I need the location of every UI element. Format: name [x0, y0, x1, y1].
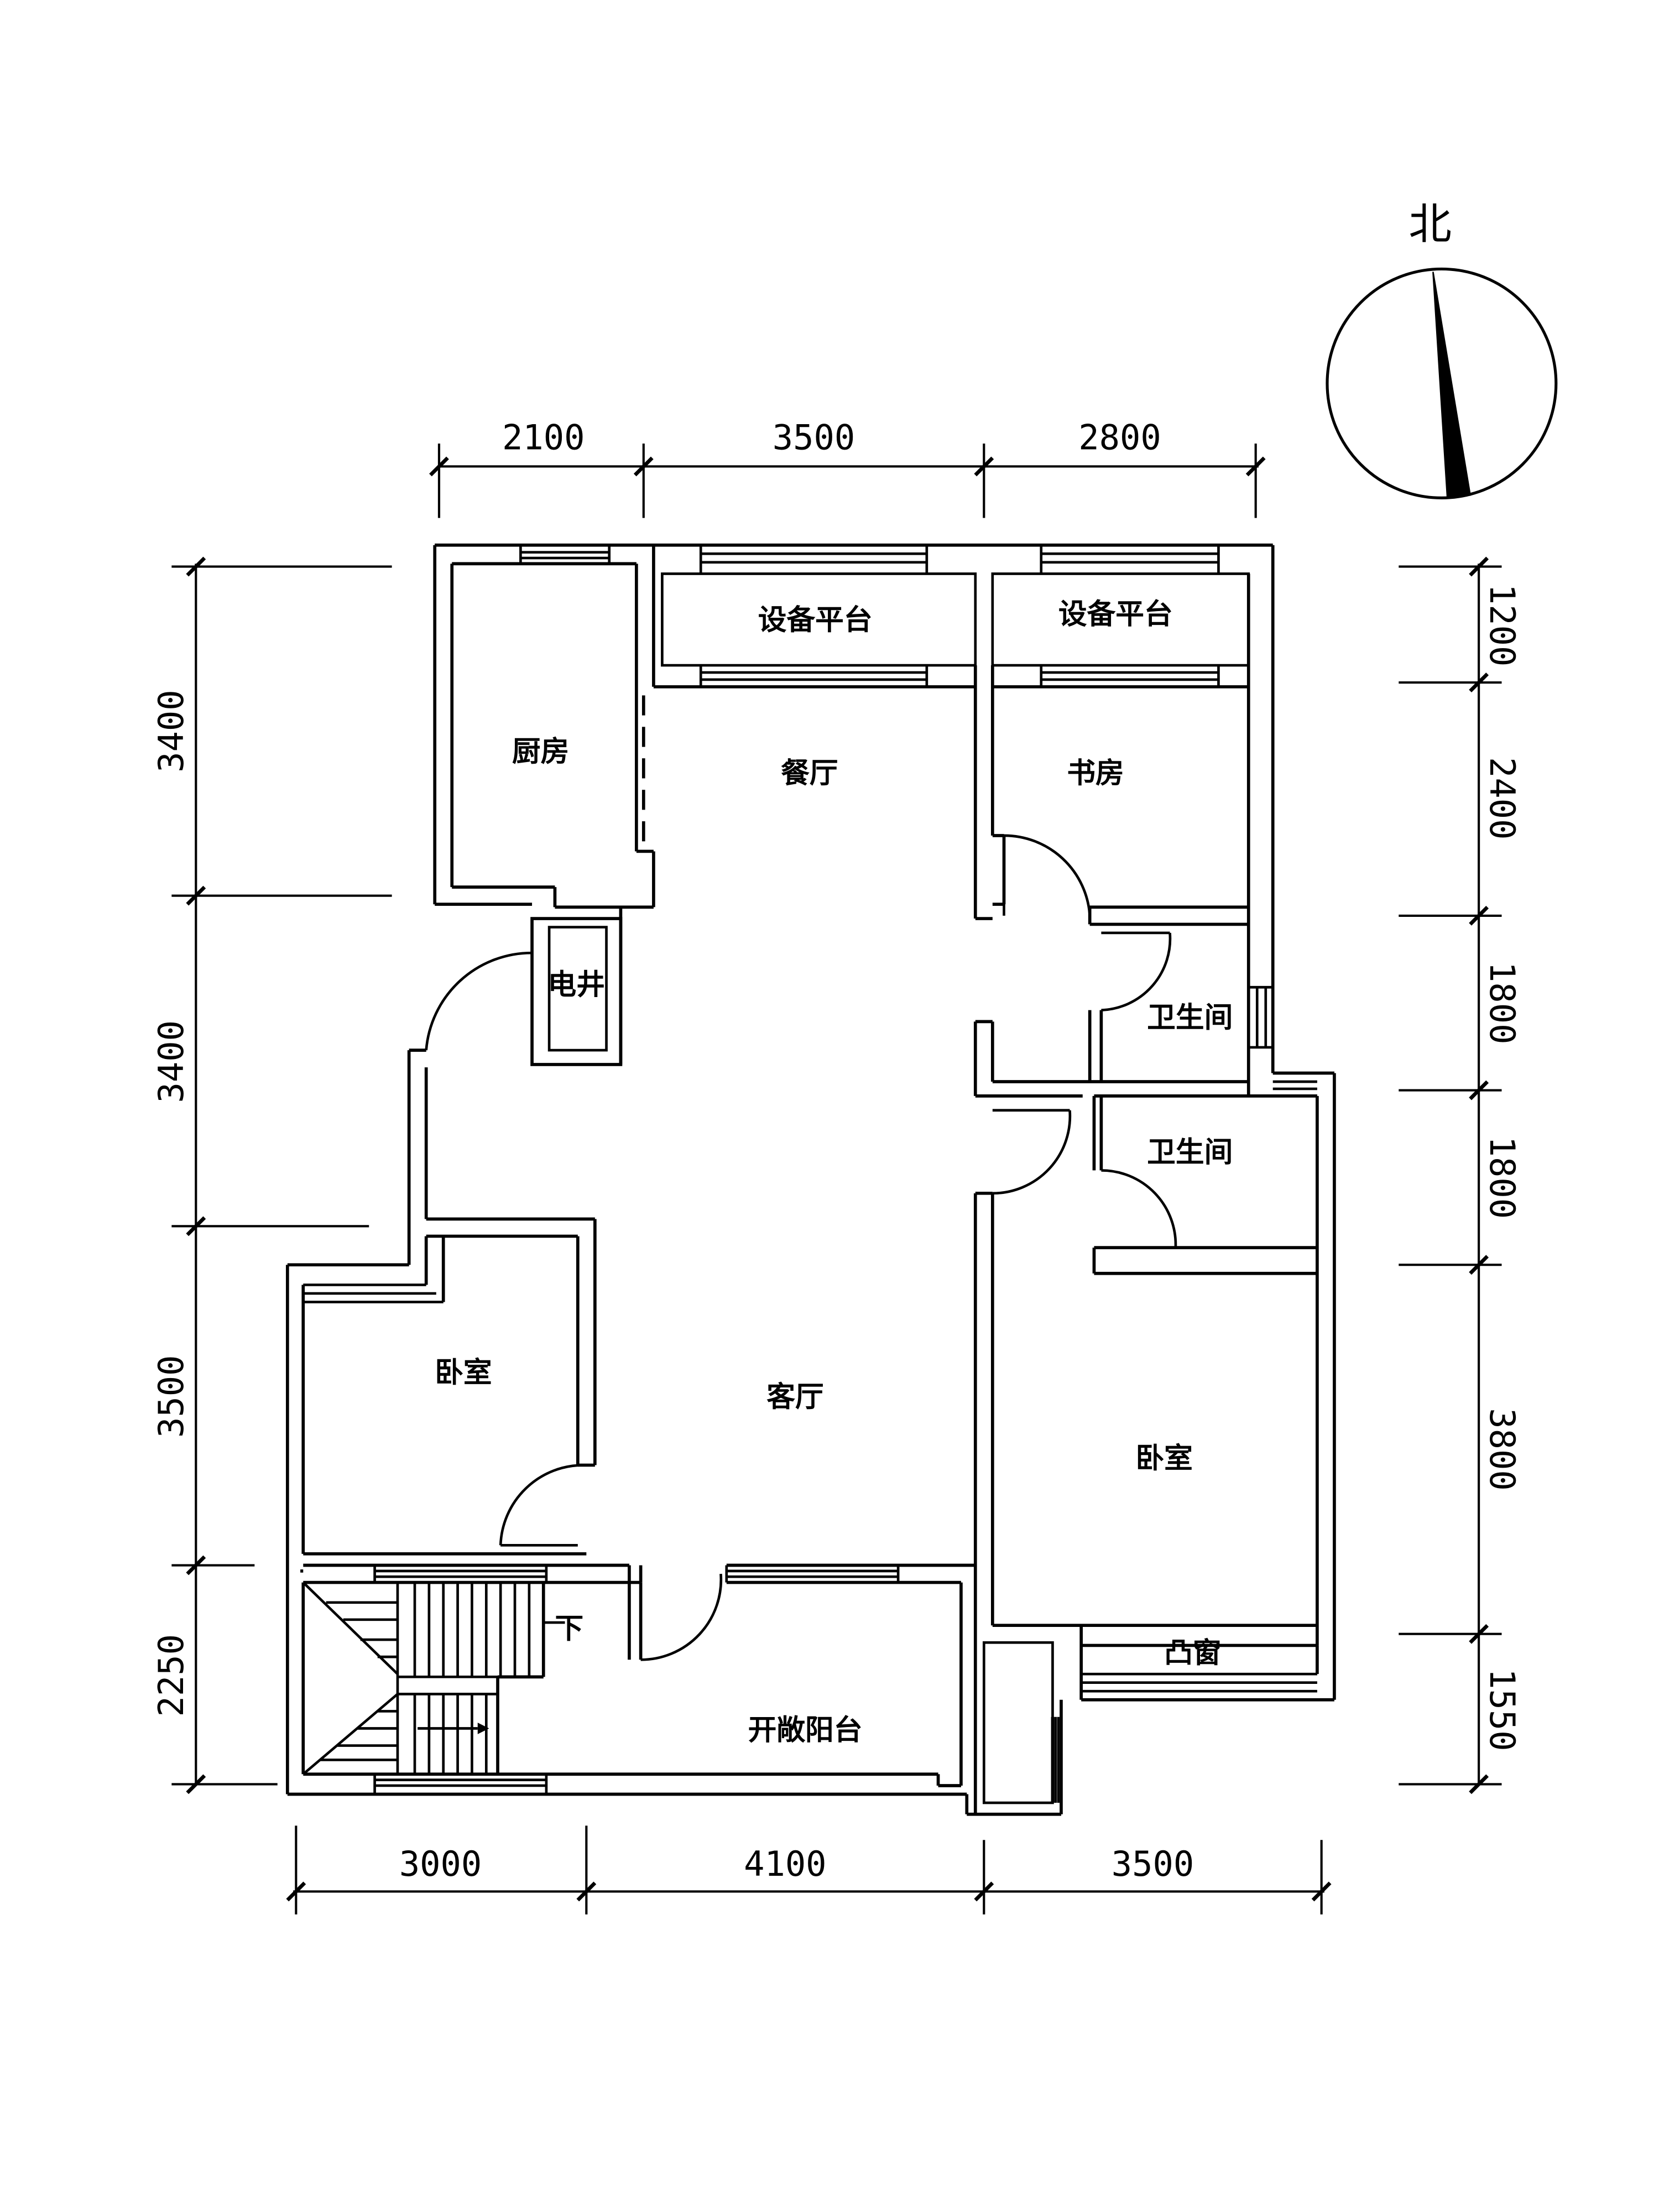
label-bedroom-left: 卧室 [435, 1355, 492, 1389]
label-dining: 餐厅 [781, 756, 838, 790]
room-labels: 设备平台 设备平台 厨房 餐厅 书房 电井 卫生间 卫生间 卧室 客厅 卧室 凸… [435, 597, 1233, 1747]
label-equipment-platform-2: 设备平台 [1058, 597, 1173, 631]
study-door [1004, 834, 1092, 916]
dim-right-1: 1200 [1482, 584, 1522, 667]
north-arrow: 北 [1326, 200, 1558, 499]
bedroom-left-door [499, 1464, 584, 1546]
bottom-dimensions: 3000 4100 3500 [286, 1825, 1332, 1914]
dim-right-6: 1550 [1482, 1668, 1522, 1751]
stairs [302, 1581, 565, 1776]
dim-left-3: 3500 [151, 1355, 191, 1438]
dim-top-3: 2800 [1078, 417, 1161, 457]
label-study: 书房 [1067, 756, 1124, 790]
dim-top-1: 2100 [502, 417, 585, 457]
label-electrical-shaft: 电井 [548, 968, 605, 1001]
label-bay-window: 凸窗 [1164, 1636, 1221, 1670]
dim-left-2: 3400 [151, 1020, 191, 1103]
entrance-door [425, 951, 533, 1051]
balcony-door [640, 1573, 723, 1661]
label-equipment-platform-1: 设备平台 [758, 603, 873, 637]
dim-right-2: 2400 [1482, 757, 1522, 840]
corridor-door [992, 1110, 1072, 1195]
dim-right-5: 3800 [1482, 1408, 1522, 1491]
dim-bottom-3: 3500 [1112, 1844, 1194, 1884]
top-dimensions: 2100 3500 2800 [429, 417, 1266, 518]
north-arrow-needle-outline [1432, 272, 1472, 499]
label-bathroom-2: 卫生间 [1147, 1135, 1233, 1169]
label-bathroom-1: 卫生间 [1147, 1001, 1233, 1035]
label-open-balcony: 开敞阳台 [748, 1713, 863, 1747]
bathroom-2-door [1101, 1169, 1177, 1248]
dim-bottom-2: 4100 [744, 1844, 826, 1884]
label-kitchen: 厨房 [512, 734, 569, 768]
windows [373, 545, 1317, 1803]
label-bedroom-right: 卧室 [1135, 1442, 1192, 1475]
dim-right-4: 1800 [1482, 1136, 1522, 1219]
bathroom-1-door [1101, 932, 1172, 1011]
label-stair-down: 下 [555, 1611, 583, 1645]
dim-left-1: 3400 [151, 690, 191, 773]
north-arrow-circle [1326, 267, 1558, 499]
left-dimensions: 3400 3400 3500 2250 [151, 556, 392, 1794]
doors [425, 834, 1177, 1661]
dim-top-2: 3500 [773, 417, 855, 457]
stair-arrow-head [477, 1723, 489, 1734]
dim-left-4: 2250 [151, 1634, 191, 1717]
dim-bottom-1: 3000 [399, 1844, 482, 1884]
label-living: 客厅 [766, 1380, 823, 1413]
walls [285, 543, 1336, 1816]
north-label: 北 [1408, 200, 1452, 249]
dim-right-3: 1800 [1482, 962, 1522, 1045]
right-dimensions: 1200 2400 1800 1800 3800 1550 [1399, 556, 1522, 1794]
